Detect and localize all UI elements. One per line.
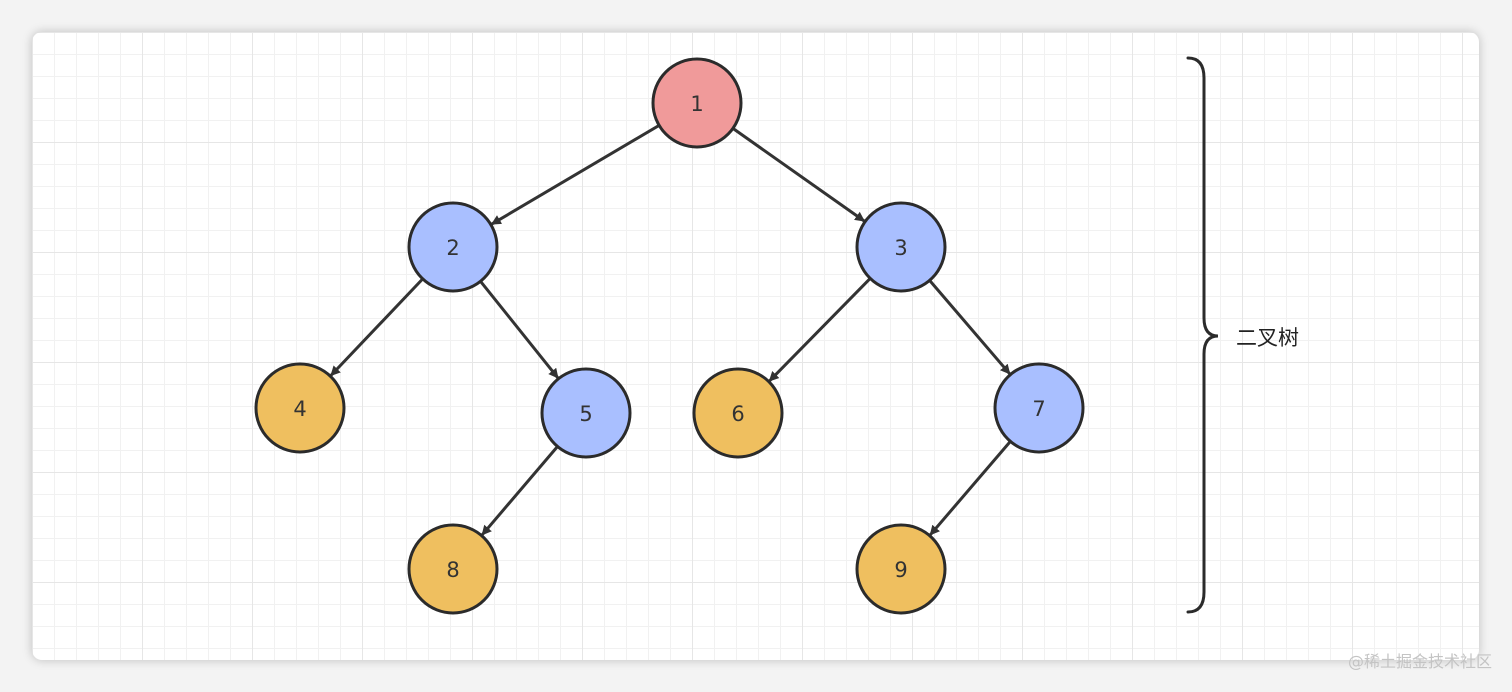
node-label-3: 3	[894, 236, 907, 260]
tree-node-1: 1	[651, 57, 743, 149]
edge-7-9	[929, 440, 1012, 536]
edge-2-5	[479, 280, 560, 379]
edge-3-7	[928, 279, 1011, 375]
node-label-7: 7	[1032, 397, 1045, 421]
tree-node-3: 3	[855, 201, 947, 293]
node-label-1: 1	[690, 92, 703, 116]
curly-brace	[1186, 56, 1219, 614]
tree-node-4: 4	[254, 362, 346, 454]
tree-node-9: 9	[855, 523, 947, 615]
edge-2-4	[329, 277, 424, 377]
diagram-canvas	[32, 32, 1479, 660]
node-label-9: 9	[894, 558, 907, 582]
node-label-8: 8	[446, 558, 459, 582]
node-circle-4	[254, 362, 346, 454]
node-circle-6	[692, 367, 784, 459]
node-circle-9	[855, 523, 947, 615]
node-circle-1	[651, 57, 743, 149]
edge-1-2	[490, 124, 660, 226]
node-circle-8	[407, 523, 499, 615]
watermark: @稀土掘金技术社区	[1347, 652, 1492, 671]
edge-5-8	[481, 445, 559, 536]
node-label-2: 2	[446, 236, 459, 260]
node-circle-7	[993, 362, 1085, 454]
tree-node-5: 5	[540, 367, 632, 459]
brace-label: 二叉树	[1236, 326, 1299, 350]
tree-node-7: 7	[993, 362, 1085, 454]
tree-node-2: 2	[407, 201, 499, 293]
node-label-5: 5	[579, 402, 592, 426]
node-circle-2	[407, 201, 499, 293]
node-circle-3	[855, 201, 947, 293]
tree-node-8: 8	[407, 523, 499, 615]
node-circle-5	[540, 367, 632, 459]
edge-3-6	[768, 277, 872, 382]
edge-1-3	[732, 127, 866, 223]
tree-node-6: 6	[692, 367, 784, 459]
edges	[329, 124, 1012, 536]
nodes: 1 2 3 4 5 6 7 8 9	[254, 57, 1085, 615]
node-label-6: 6	[731, 402, 744, 426]
node-label-4: 4	[293, 397, 306, 421]
